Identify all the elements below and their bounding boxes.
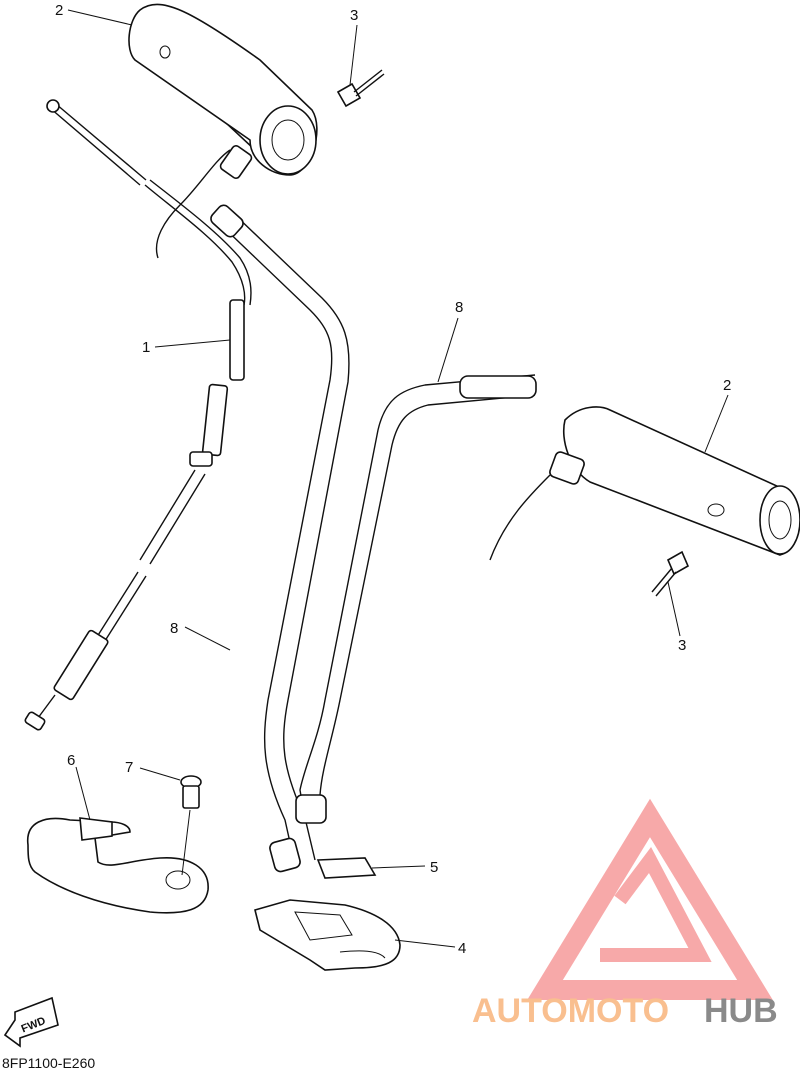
fwd-arrow-icon: FWD: [3, 996, 59, 1048]
watermark-logo: [527, 798, 773, 1000]
rivet-right: [651, 550, 690, 597]
callout-5: 5: [430, 859, 438, 876]
callout-3-top: 3: [350, 7, 358, 24]
watermark-text-b: HUB: [704, 992, 778, 1030]
callout-4: 4: [458, 940, 466, 957]
callout-8-left: 8: [170, 620, 178, 637]
callout-7: 7: [125, 759, 133, 776]
watermark-text-a: AUTOMOTO: [472, 992, 669, 1030]
callout-6: 6: [67, 752, 75, 769]
bracket-part-6: [27, 817, 209, 914]
grip-top-left: [128, 3, 318, 259]
drawing-code: 8FP1100-E260: [2, 1055, 95, 1071]
rivet-top: [336, 69, 385, 108]
throttle-cable: [24, 99, 252, 731]
grip-right: [489, 406, 800, 561]
leader-lines: [67, 9, 729, 948]
holder-part-4: [254, 899, 401, 971]
handlebar-left: [210, 204, 350, 873]
bolt-part-7: [180, 775, 202, 809]
callout-2-right: 2: [723, 377, 731, 394]
pad-part-5: [316, 857, 377, 879]
callout-2-top: 2: [55, 2, 63, 19]
callout-8-right: 8: [455, 299, 463, 316]
callout-3-right: 3: [678, 637, 686, 654]
handlebar-right: [295, 374, 537, 824]
callout-1: 1: [142, 339, 150, 356]
